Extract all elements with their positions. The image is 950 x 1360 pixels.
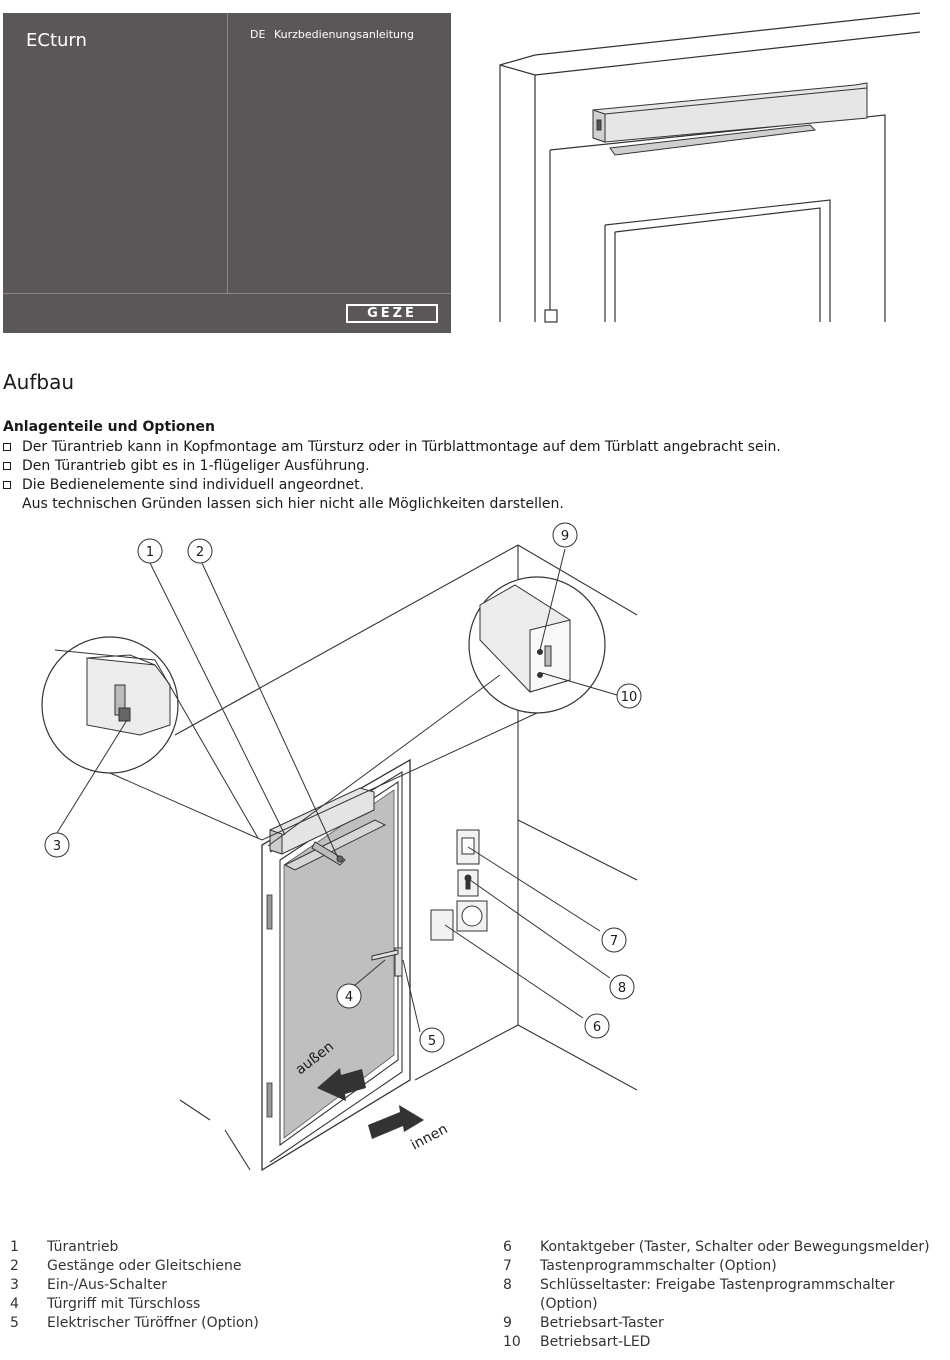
arrow-inside-icon: [368, 1105, 424, 1139]
bullet-square-icon: [3, 443, 11, 451]
callout-circle-3: [44, 832, 70, 858]
bullet-square-icon: [3, 481, 11, 489]
callout-2: 2: [196, 545, 204, 560]
product-name: ECturn: [26, 30, 87, 51]
document-language: DE: [250, 28, 266, 41]
logo-text: GEZE: [367, 306, 417, 321]
subsection-title: Anlagenteile und Optionen: [3, 419, 215, 435]
bullet-item: Der Türantrieb kann in Kopfmontage am Tü…: [3, 438, 903, 457]
callout-10: 10: [621, 690, 638, 705]
callout-circle-6: [584, 1013, 610, 1039]
cover-block: ECturn DE Kurzbedienungsanleitung GEZE: [3, 13, 451, 333]
callout-6: 6: [593, 1020, 601, 1035]
callout-5: 5: [428, 1034, 436, 1049]
callout-circle-4: [336, 983, 362, 1009]
bullet-list: Der Türantrieb kann in Kopfmontage am Tü…: [3, 438, 903, 514]
callout-circle-1: [137, 538, 163, 564]
callout-circle-8: [609, 974, 635, 1000]
callout-circle-9: [552, 522, 578, 548]
bullet-item: Den Türantrieb gibt es in 1-flügeliger A…: [3, 457, 903, 476]
callout-circle-2: [187, 538, 213, 564]
callout-8: 8: [618, 981, 626, 996]
bullet-continuation: Aus technischen Gründen lassen sich hier…: [22, 496, 564, 512]
callout-3: 3: [53, 839, 61, 854]
label-inside: innen: [408, 1121, 450, 1153]
arrow-outside-icon: [317, 1068, 366, 1101]
section-title: Aufbau: [3, 370, 75, 394]
bullet-item: Die Bedienelemente sind individuell ange…: [3, 476, 903, 495]
document-type: Kurzbedienungsanleitung: [274, 28, 414, 41]
system-overview-illustration: außen innen: [41, 522, 642, 1172]
cover-divider-vertical: [227, 13, 228, 293]
callout-circle-7: [601, 927, 627, 953]
callout-circle-5: [419, 1027, 445, 1053]
callout-7: 7: [610, 934, 618, 949]
door-operator-sketch: [499, 12, 921, 323]
cover-divider-horizontal: [3, 293, 451, 294]
callout-4: 4: [345, 990, 353, 1005]
callout-1: 1: [146, 545, 154, 560]
callout-circle-10: [616, 683, 642, 709]
callout-9: 9: [561, 529, 569, 544]
geze-logo: GEZE: [346, 304, 438, 323]
bullet-square-icon: [3, 462, 11, 470]
